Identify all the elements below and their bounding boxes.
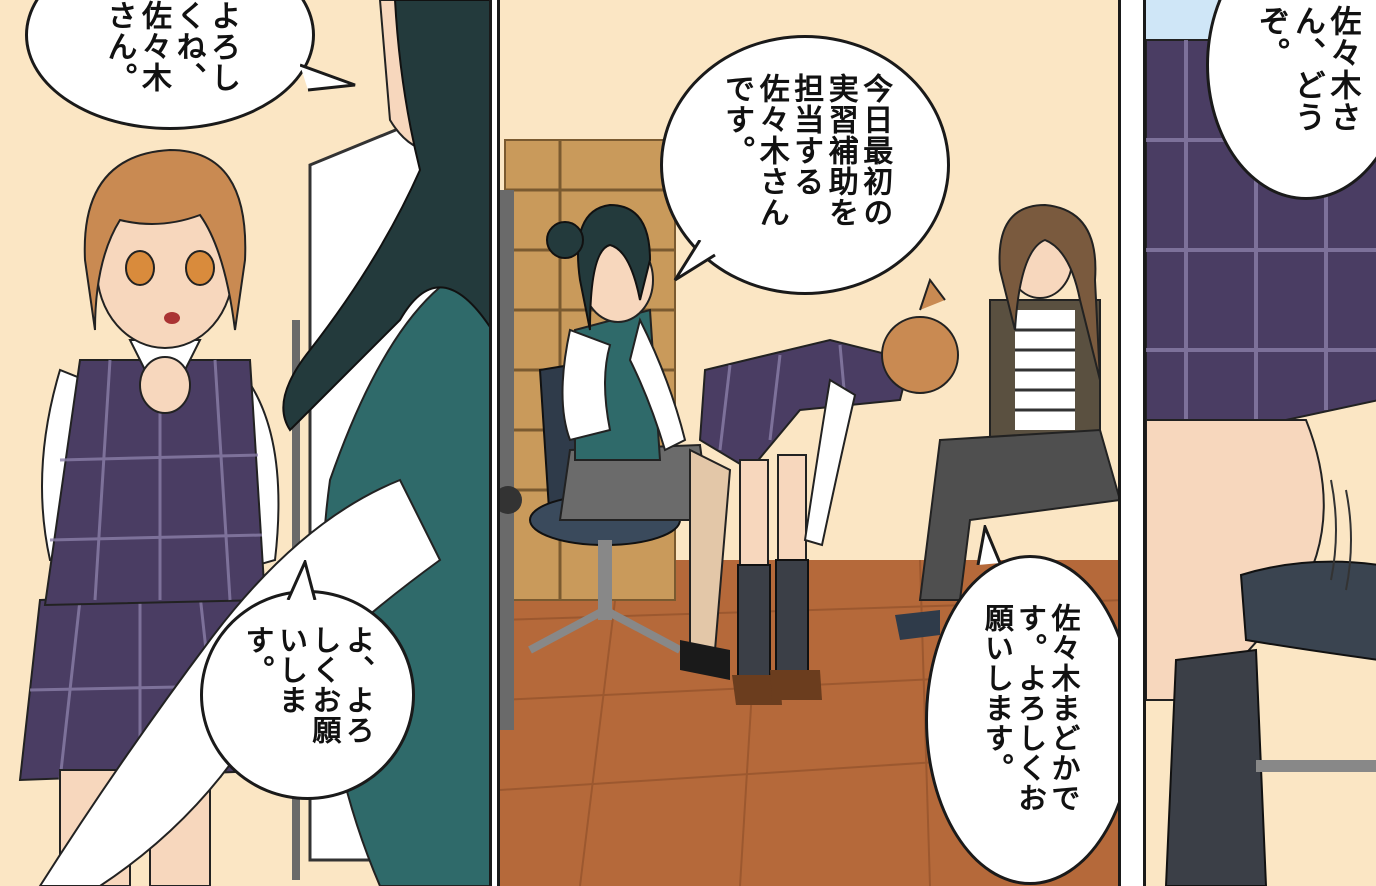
panel-middle: 今日最初の実習補助を担当する佐々木さんです。 佐々木まどかです。よろしくお願いし…	[497, 0, 1121, 886]
speech-tail-left-top	[300, 63, 356, 92]
whiteboard-knob	[500, 486, 522, 514]
speech-text-left-top: よろしくね、佐々木さん。	[101, 0, 241, 93]
teacher-seated	[546, 203, 732, 680]
panel-right: 佐々木さん、どうぞ。	[1143, 0, 1376, 886]
speech-bubble-middle-top: 今日最初の実習補助を担当する佐々木さんです。	[660, 35, 950, 295]
speech-text-right-top: 佐々木さん、どうぞ。	[1253, 5, 1361, 133]
sock	[1164, 648, 1268, 886]
panel-left: よろしくね、佐々木さん。 よ、よろしくお願いします。	[0, 0, 492, 886]
whiteboard-edge	[500, 190, 514, 730]
speech-tail-left-bottom	[286, 560, 317, 600]
speech-text-middle-bottom: 佐々木まどかです。よろしくお願いします。	[980, 602, 1082, 813]
speech-bubble-left-bottom: よ、よろしくお願いします。	[200, 590, 415, 800]
panel-left-art	[0, 0, 489, 886]
speech-tail-middle-top	[673, 240, 716, 282]
speech-text-left-bottom: よ、よろしくお願いします。	[241, 625, 376, 745]
bowing-girl	[698, 277, 959, 705]
motion-lines	[1330, 479, 1352, 591]
speech-text-middle-top: 今日最初の実習補助を担当する佐々木さんです。	[719, 72, 893, 228]
stool	[1239, 560, 1376, 772]
speech-bubble-middle-bottom: 佐々木まどかです。よろしくお願いします。	[925, 555, 1118, 885]
speech-tail-middle-bottom	[976, 525, 1002, 565]
seated-woman	[895, 203, 1118, 640]
